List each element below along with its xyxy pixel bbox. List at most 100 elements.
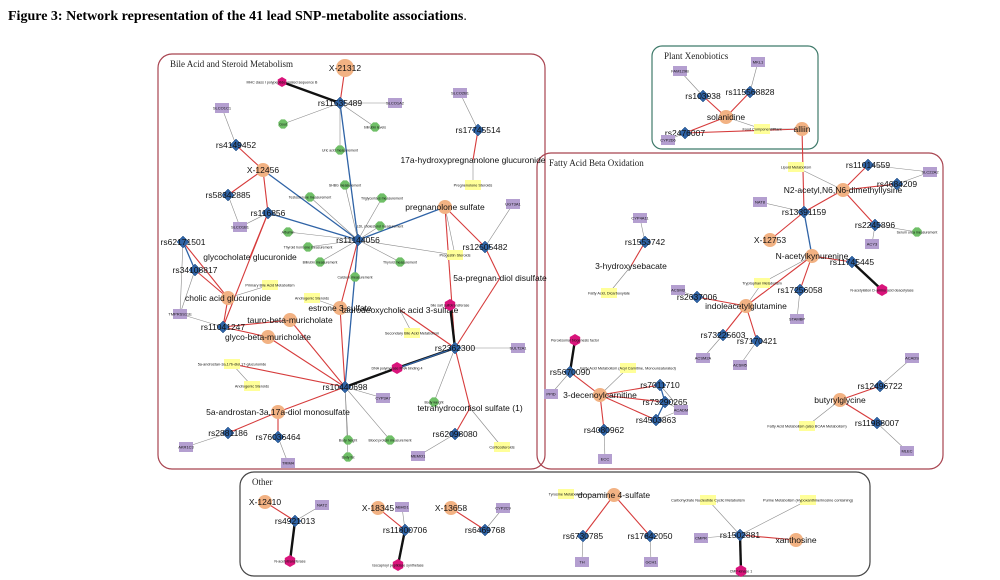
edge-slco1c1-rs4452	[221, 107, 237, 146]
snp-shape	[873, 379, 887, 393]
node-label: X-21312	[329, 63, 361, 73]
node-rs0265: rs73290265	[643, 395, 688, 409]
pathway-shape	[262, 280, 278, 290]
metabolite-shape	[833, 393, 847, 407]
edge-rs4056-tr_b9	[307, 239, 359, 248]
node-rs2881: rs1502881	[720, 528, 760, 542]
metabolite-shape	[593, 388, 607, 402]
edge-rs4056-tr_b11	[357, 239, 401, 263]
gene-shape	[179, 442, 193, 452]
panel-label-bile: Bile Acid and Steroid Metabolism	[170, 59, 293, 69]
node-tr_b14: Body height	[339, 435, 357, 445]
snp-shape	[870, 416, 884, 430]
node-tr_b13: Body weight	[424, 397, 444, 407]
node-pw_cortico: Corticosteroids	[489, 442, 515, 452]
edge-rs5489-tr_b2	[339, 102, 376, 128]
node-label: ACSM3	[671, 288, 686, 293]
node-label: 5a-pregnan-diol disulfate	[453, 273, 547, 283]
edge-rs1247-glyco	[222, 326, 269, 338]
node-decenoyl: 3-decenoylcarnitine	[563, 388, 637, 402]
node-tr_b16: Body fat	[342, 452, 355, 462]
metabolite-shape	[438, 200, 452, 214]
trait-shape	[335, 145, 345, 155]
gene-shape	[281, 458, 295, 468]
node-butyryl: butyrylglycine	[814, 393, 866, 407]
trait-shape	[370, 122, 380, 132]
gene-shape	[905, 353, 919, 363]
snp-shape	[890, 177, 904, 191]
node-acads: ACADS	[905, 353, 919, 363]
pathway-shape	[601, 288, 617, 298]
snp-shape	[868, 218, 882, 232]
node-label: ACSM2A	[695, 356, 712, 361]
node-label: rs34108817	[173, 265, 218, 275]
node-tr_b9: Thyroid hormone measurement	[284, 242, 333, 252]
node-pw_food: Food Component/Plant	[742, 124, 782, 134]
gene-shape	[233, 222, 247, 232]
node-label: Gout	[279, 123, 287, 127]
pathway-shape	[558, 489, 574, 499]
snp-shape	[576, 529, 590, 543]
node-label: dopamine 4-sulfate	[578, 490, 651, 500]
edge-rs5489-rs4056	[339, 102, 359, 241]
snp-shape	[797, 205, 811, 219]
node-label: TH	[579, 560, 584, 565]
node-rs8007: rs11988007	[855, 416, 900, 430]
edge-rs4056-pw_preg2	[357, 239, 456, 256]
node-label: Purine Metabolism (Hypoxanthine/Inosine …	[763, 499, 854, 503]
node-dis_o2: Isocaproyl peptidase synthetase	[372, 559, 424, 571]
panel-plant	[651, 45, 819, 150]
node-label: Body weight	[424, 401, 443, 405]
snp-shape	[743, 85, 757, 99]
node-tr_b2: bilirubin levels	[364, 122, 386, 132]
pathway-shape	[700, 495, 716, 505]
node-rs5482: rs12505482	[463, 240, 508, 254]
metabolite-shape	[256, 163, 270, 177]
gene-shape	[453, 88, 467, 98]
node-label: rs12496722	[858, 381, 903, 391]
node-label: ACY3	[867, 242, 878, 247]
panel-other	[239, 471, 871, 577]
gene-shape	[598, 454, 612, 464]
node-label: Body fat	[342, 456, 355, 460]
node-sult2a1: SULT2A1	[509, 343, 527, 353]
gene-shape	[544, 389, 558, 399]
node-acsm5: ACSM5	[733, 360, 748, 370]
edge-rs4698-androstane1	[231, 363, 346, 388]
gene-shape	[633, 213, 647, 223]
node-label: X-12753	[754, 235, 786, 245]
node-tmprss: TMPRSS11E	[168, 309, 192, 319]
panel-label-plant: Plant Xenobiotics	[664, 51, 729, 61]
gene-shape	[865, 239, 879, 249]
node-label: rs7170421	[737, 336, 777, 346]
node-rs1514: rs17745514	[456, 123, 501, 137]
edge-rs1247-tmprss	[179, 313, 224, 328]
node-label: Primary Bile Acid Metabolism	[245, 284, 294, 288]
node-label: rs2476007	[665, 128, 705, 138]
edge-rs4698-tr_b16	[344, 386, 349, 458]
disease-shape	[391, 362, 403, 374]
snp-shape	[448, 341, 462, 355]
node-label: ACADM	[674, 408, 688, 413]
edge-rs0706-dis_o2	[396, 529, 407, 566]
node-label: rs11535489	[318, 98, 363, 108]
node-alliin: alliin	[793, 122, 811, 136]
edge-sult-rs2300	[448, 304, 457, 349]
snp-shape	[845, 255, 859, 269]
node-label: CYP2D6	[660, 138, 676, 143]
edge-rs2885-slco1b1	[227, 194, 241, 228]
node-label: rs11988007	[855, 418, 900, 428]
edge-rs6007-alliin	[684, 128, 803, 134]
gene-shape	[315, 500, 329, 510]
metabolite-shape	[221, 291, 235, 305]
disease-shape	[277, 77, 287, 87]
node-label: rs4684209	[877, 179, 917, 189]
node-label: alliin	[793, 124, 810, 134]
metabolite-shape	[789, 533, 803, 547]
node-solan: solanidine	[707, 110, 745, 124]
node-rs8080: rs62098080	[433, 427, 478, 441]
node-label: Thyroid hormone measurement	[284, 246, 333, 250]
node-label: Lipoid Metabolism	[781, 166, 812, 170]
node-xanthosine: xanthosine	[775, 533, 817, 547]
edge-rs4056-tr_b5	[309, 196, 359, 241]
